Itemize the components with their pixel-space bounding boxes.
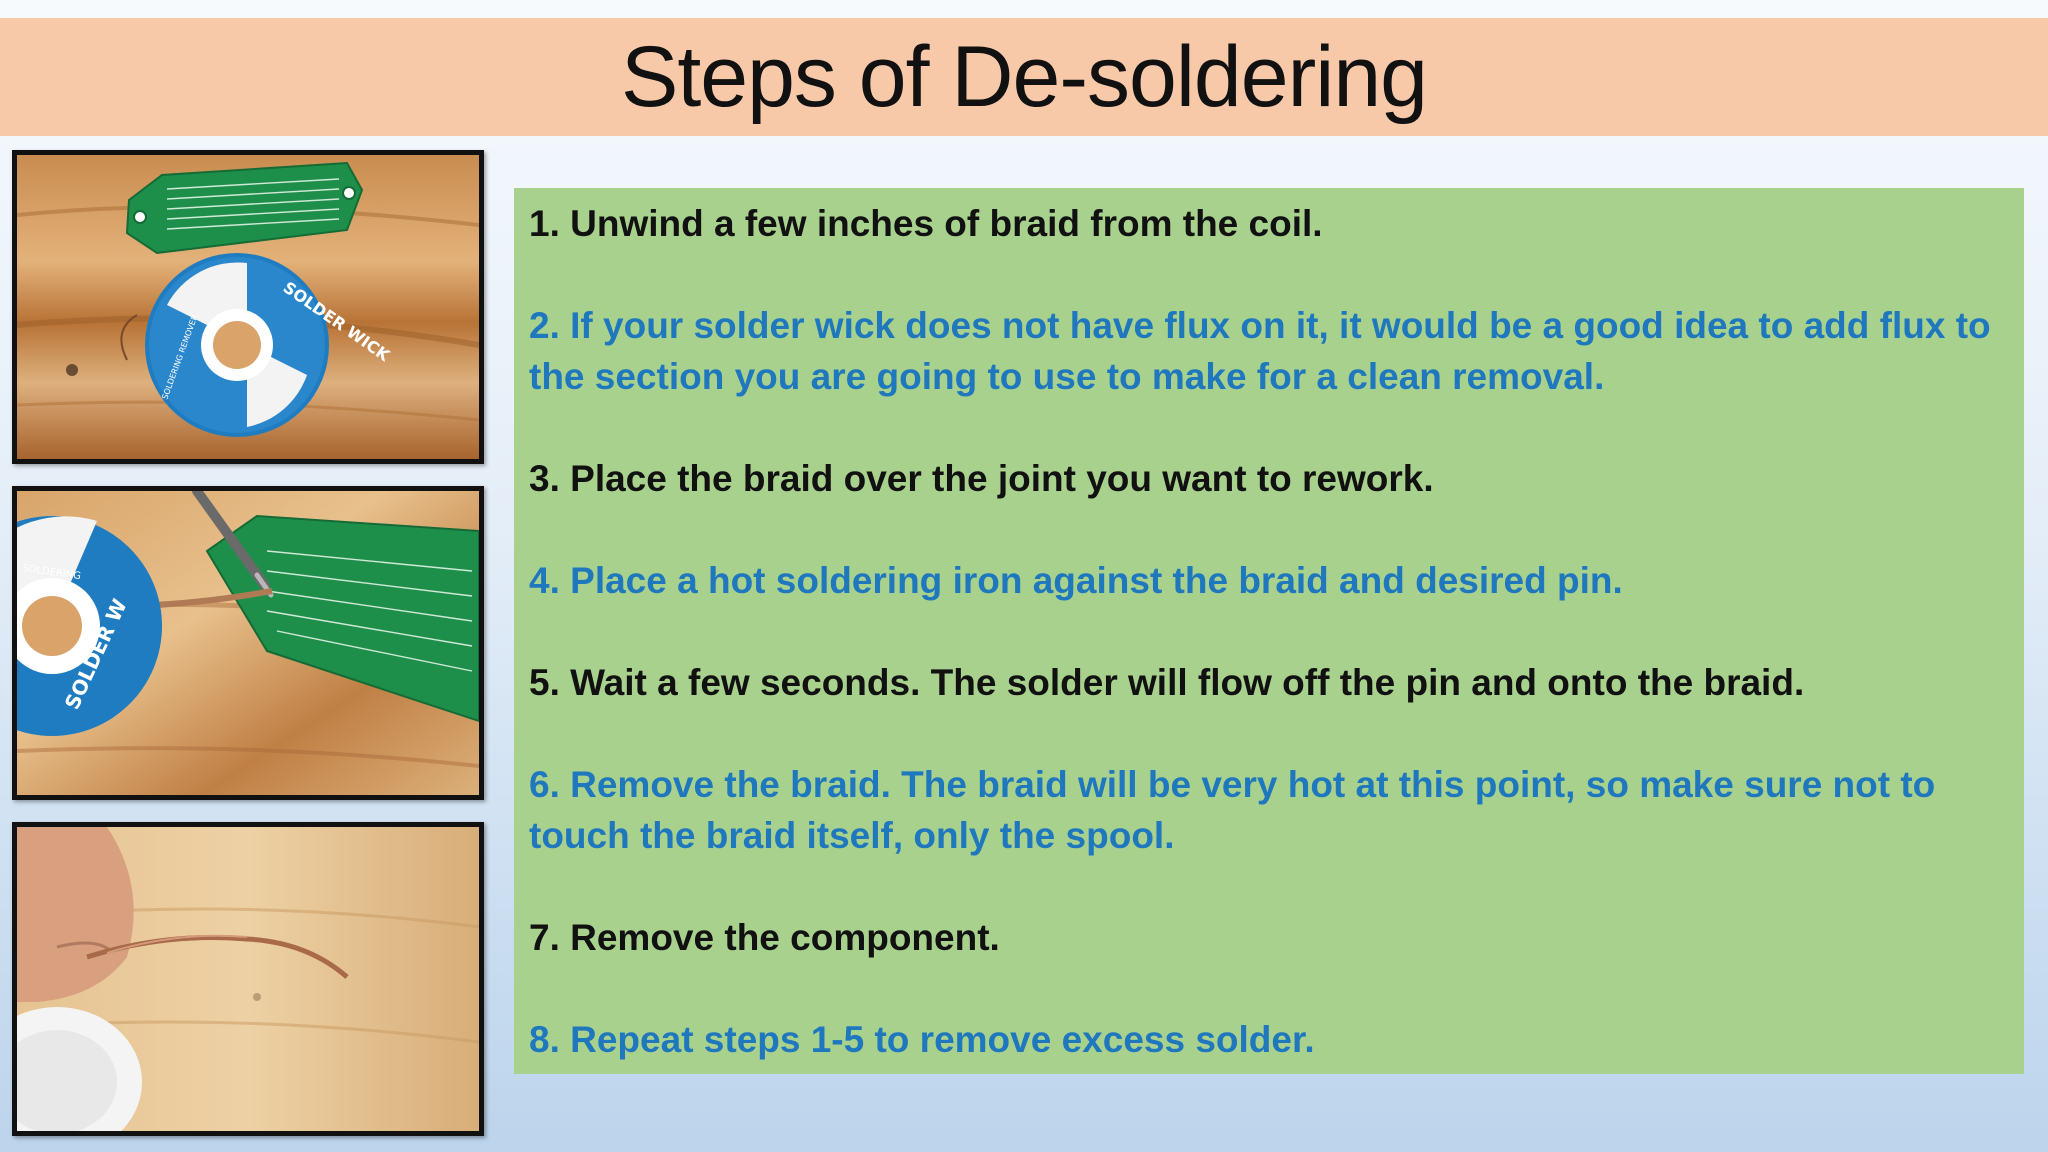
step-7: 7. Remove the component. — [529, 917, 1000, 958]
step-3: 3. Place the braid over the joint you wa… — [529, 458, 1434, 499]
slide-title: Steps of De-soldering — [621, 28, 1428, 125]
steps-panel: 1. Unwind a few inches of braid from the… — [514, 188, 2024, 1074]
step-2: 2. If your solder wick does not have flu… — [529, 305, 1991, 397]
step-1: 1. Unwind a few inches of braid from the… — [529, 203, 1323, 244]
step-8: 8. Repeat steps 1-5 to remove excess sol… — [529, 1019, 1315, 1060]
photo-solder-wick-spool: SOLDER WICK SOLDERING REMOVER — [12, 150, 484, 464]
step-6: 6. Remove the braid. The braid will be v… — [529, 764, 1936, 856]
step-5: 5. Wait a few seconds. The solder will f… — [529, 662, 1805, 703]
title-band: Steps of De-soldering — [0, 18, 2048, 136]
step-4: 4. Place a hot soldering iron against th… — [529, 560, 1623, 601]
photo-used-braid — [12, 822, 484, 1136]
photo-iron-on-braid: SOLDER W SOLDERING — [12, 486, 484, 800]
